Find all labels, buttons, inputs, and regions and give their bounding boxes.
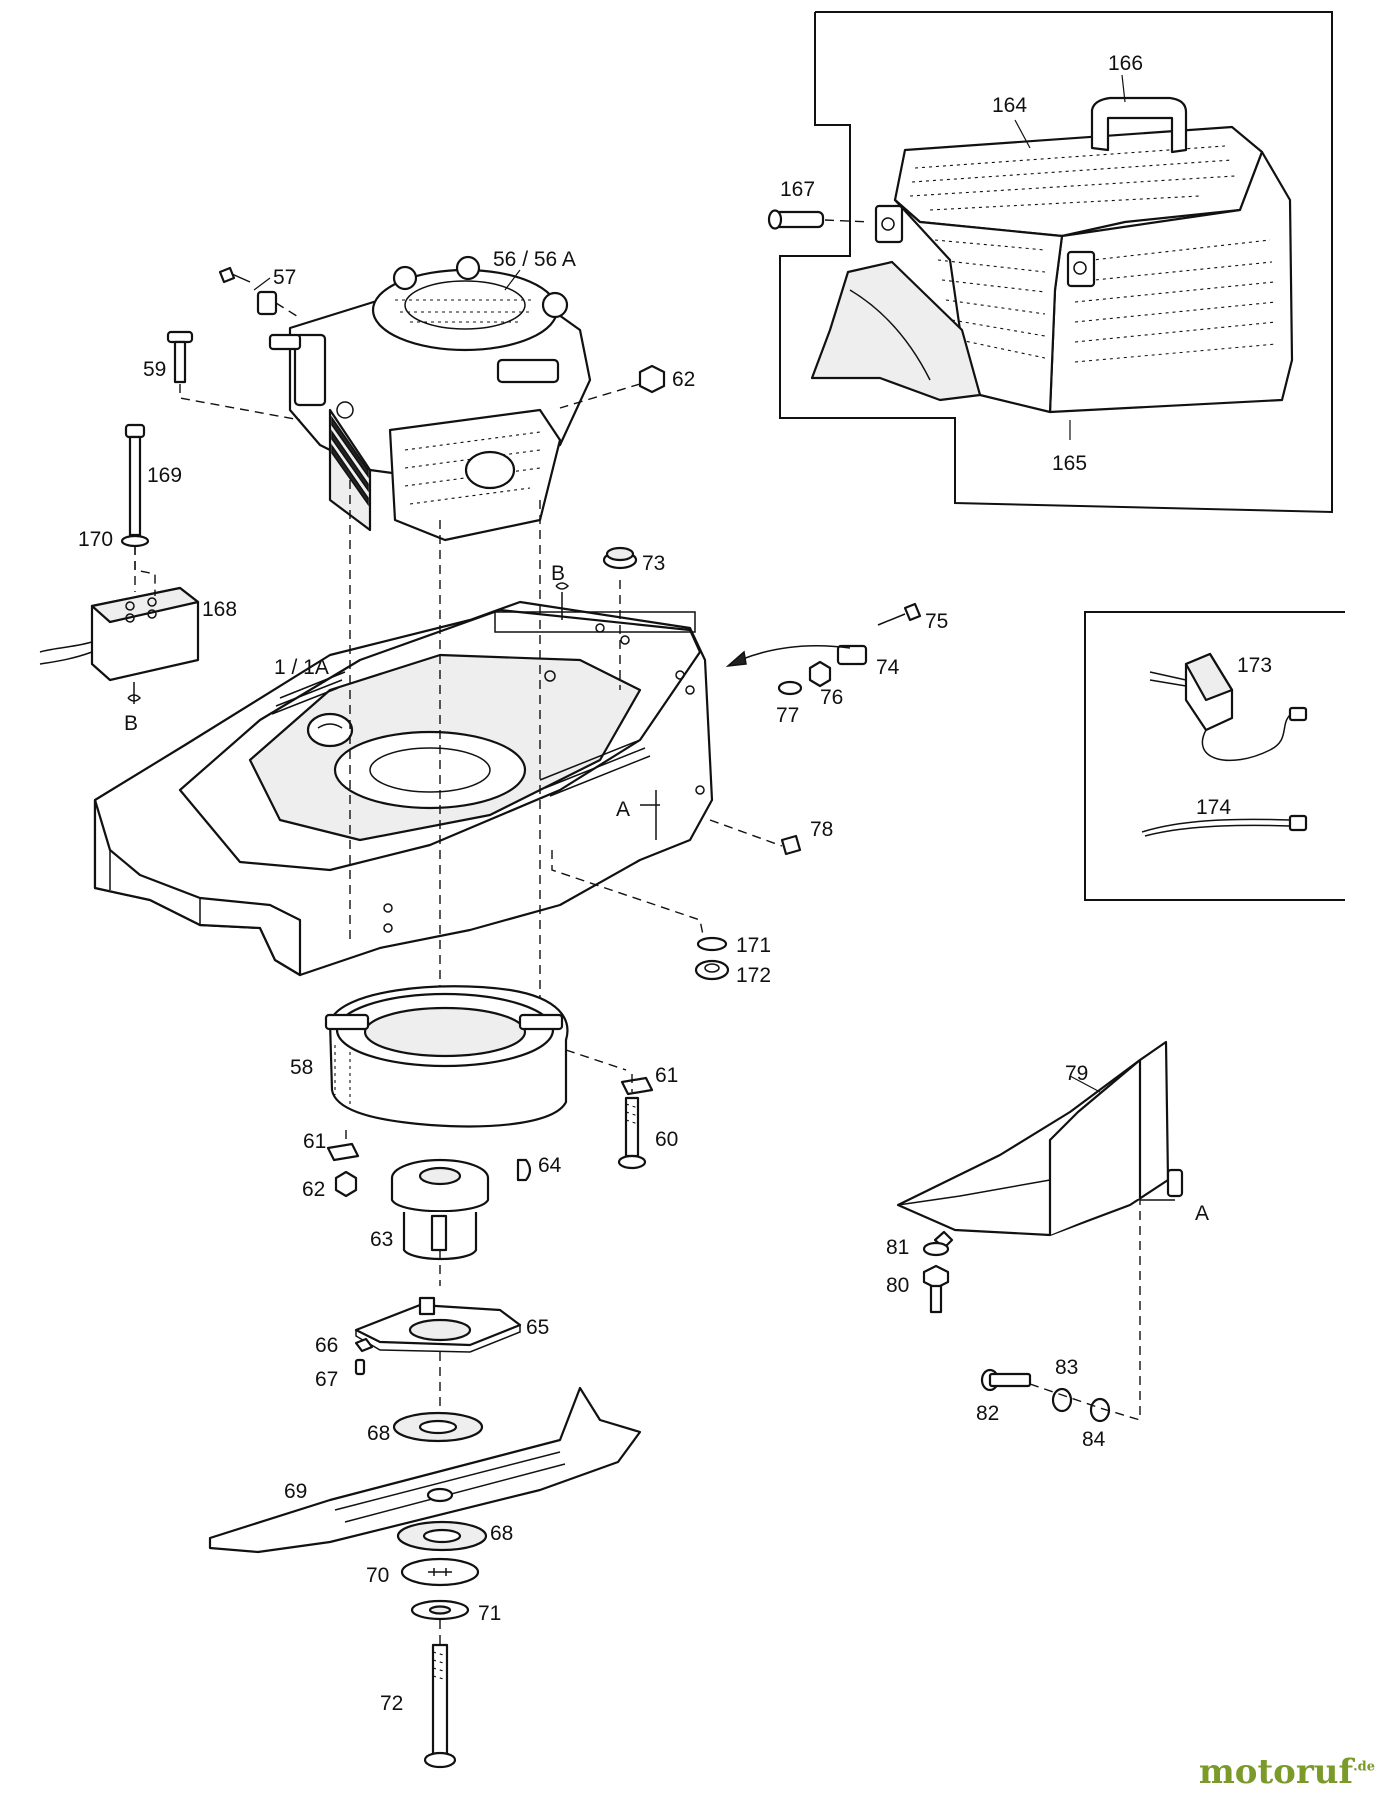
label-167: 167 (780, 178, 815, 201)
label-b-deck: B (551, 562, 565, 585)
grass-catcher (810, 96, 1294, 414)
height-adjust-clip (725, 602, 922, 696)
washer-70 (400, 1557, 480, 1587)
label-1-1a: 1 / 1A (274, 656, 329, 679)
label-56-56a: 56 / 56 A (493, 248, 576, 271)
label-169: 169 (147, 464, 182, 487)
label-165: 165 (1052, 452, 1087, 475)
label-67: 67 (315, 1368, 338, 1391)
bolt-59 (166, 330, 301, 421)
washer-71 (410, 1599, 470, 1621)
mower-blade (208, 1386, 642, 1554)
nut-62-top (559, 364, 666, 409)
blade-group: 68 68 69 70 71 72 (208, 1386, 642, 1769)
label-70: 70 (366, 1564, 389, 1587)
label-69: 69 (284, 1480, 307, 1503)
label-174: 174 (1196, 796, 1231, 819)
label-78: 78 (810, 818, 833, 841)
bolt-80 (922, 1264, 950, 1314)
label-75: 75 (925, 610, 948, 633)
label-63: 63 (370, 1228, 393, 1251)
label-81: 81 (886, 1236, 909, 1259)
label-76: 76 (820, 686, 843, 709)
label-b-left: B (124, 712, 138, 735)
label-83: 83 (1055, 1356, 1078, 1379)
label-164: 164 (992, 94, 1027, 117)
label-168: 168 (202, 598, 237, 621)
mulch-plate-group: 79 A 81 80 82 83 84 (886, 1040, 1209, 1451)
blade-hub-group: 64 63 (370, 1154, 562, 1286)
engine-group: 57 56 / 56 A 59 62 (143, 248, 695, 542)
label-171: 171 (736, 934, 771, 957)
label-77: 77 (776, 704, 799, 727)
bolt-82 (980, 1368, 1032, 1392)
label-72: 72 (380, 1692, 403, 1715)
bolt-60 (617, 1096, 647, 1170)
label-68-top: 68 (367, 1422, 390, 1445)
engine (268, 255, 592, 542)
charger (1149, 652, 1308, 762)
watermark-name: motoruf (1198, 1752, 1354, 1792)
label-68-bottom: 68 (490, 1522, 513, 1545)
watermark-suffix: .de (1353, 1759, 1375, 1775)
motor-mount-ring (324, 985, 569, 1128)
label-79: 79 (1065, 1062, 1088, 1085)
blade-adapter (354, 1296, 522, 1353)
axle-pin (767, 209, 871, 230)
blade-hub (390, 1158, 490, 1261)
label-61-left: 61 (303, 1130, 326, 1153)
bolt-57 (218, 266, 301, 319)
motor-mount-group: 58 61 61 60 62 (290, 985, 678, 1201)
label-74: 74 (876, 656, 900, 679)
charging-cable (1141, 814, 1308, 837)
label-73: 73 (642, 552, 665, 575)
mower-deck-group: 73 B 75 74 76 77 1 / 1A A 78 171 172 (93, 480, 948, 1020)
charger-box-group: 173 174 (1084, 611, 1345, 901)
label-66: 66 (315, 1334, 338, 1357)
label-61-right: 61 (655, 1064, 678, 1087)
grass-catcher-group: 164 166 167 165 (767, 11, 1333, 514)
label-65: 65 (526, 1316, 549, 1339)
label-80: 80 (886, 1274, 909, 1297)
ignition-block-group: 169 170 168 B (39, 423, 237, 735)
washer-68-top (392, 1411, 484, 1443)
deflector-plate (896, 1040, 1184, 1237)
label-60: 60 (655, 1128, 678, 1151)
label-173: 173 (1237, 654, 1272, 677)
label-62-bottom: 62 (302, 1178, 325, 1201)
washer-68-bottom (396, 1520, 488, 1552)
label-64: 64 (538, 1154, 562, 1177)
control-module (39, 586, 200, 682)
label-71: 71 (478, 1602, 501, 1625)
label-57: 57 (273, 266, 296, 289)
label-82: 82 (976, 1402, 999, 1425)
label-166: 166 (1108, 52, 1143, 75)
label-58: 58 (290, 1056, 313, 1079)
label-a-deck: A (616, 798, 630, 821)
label-172: 172 (736, 964, 771, 987)
blade-adapter-group: 65 66 67 (315, 1296, 549, 1420)
label-170: 170 (78, 528, 113, 551)
label-62-top: 62 (672, 368, 695, 391)
label-a-plate: A (1195, 1202, 1209, 1225)
mower-deck (93, 600, 714, 977)
label-59: 59 (143, 358, 166, 381)
label-84: 84 (1082, 1428, 1106, 1451)
bolt-72 (423, 1643, 457, 1769)
watermark-logo: motoruf.de (1199, 1752, 1375, 1792)
